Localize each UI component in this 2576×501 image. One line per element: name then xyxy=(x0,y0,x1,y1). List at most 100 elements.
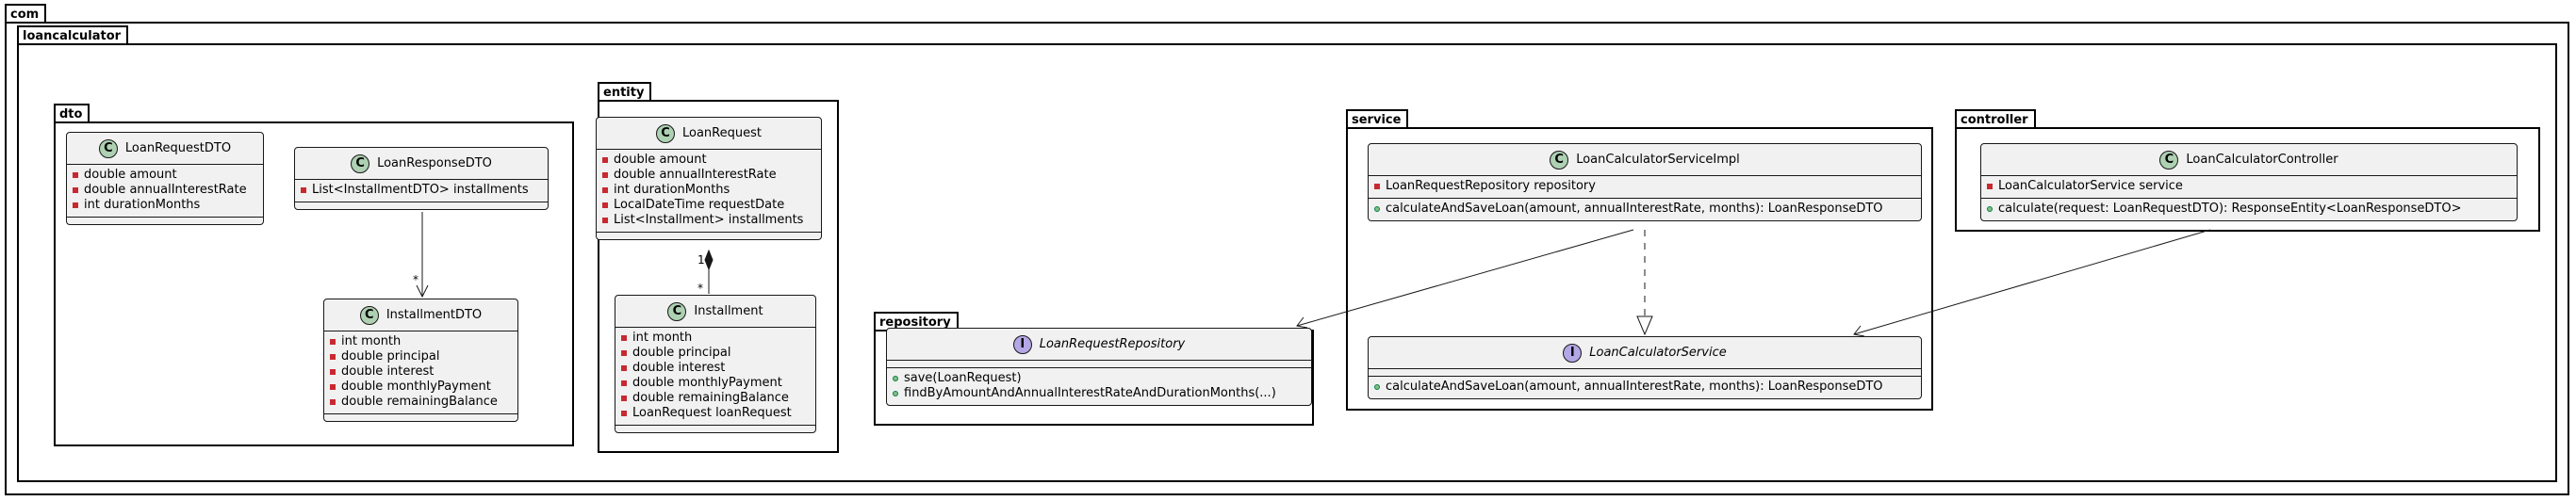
fields-section: List<InstallmentDTO> installments xyxy=(295,180,548,202)
field-text: double monthlyPayment xyxy=(341,380,491,394)
private-icon xyxy=(602,187,608,193)
field-row: double remainingBalance xyxy=(330,395,512,410)
class-loan-request-dto: C LoanRequestDTO double amount double an… xyxy=(66,132,264,225)
class-header: C LoanRequest xyxy=(597,118,821,150)
field-row: List<Installment> installments xyxy=(602,213,815,228)
field-row: double annualInterestRate xyxy=(73,183,257,198)
field-row: int durationMonths xyxy=(602,183,815,198)
fields-section: double amount double annualInterestRate … xyxy=(67,165,263,218)
methods-section xyxy=(295,202,548,209)
class-badge-icon: C xyxy=(1550,150,1569,170)
field-text: double remainingBalance xyxy=(341,395,498,409)
field-row: List<InstallmentDTO> installments xyxy=(301,183,542,198)
class-name: LoanCalculatorService xyxy=(1589,346,1727,360)
private-icon xyxy=(330,339,336,345)
private-icon xyxy=(621,350,627,356)
field-text: double principal xyxy=(632,346,731,360)
class-header: C LoanCalculatorController xyxy=(1981,144,2517,176)
public-icon xyxy=(1987,206,1993,212)
public-icon xyxy=(1374,384,1380,390)
private-icon xyxy=(621,335,627,341)
method-text: calculateAndSaveLoan(amount, annualInter… xyxy=(1386,202,1883,216)
field-text: double annualInterestRate xyxy=(84,183,247,197)
method-row: findByAmountAndAnnualInterestRateAndDura… xyxy=(893,386,1305,401)
methods-section xyxy=(615,426,815,432)
field-row: LoanCalculatorService service xyxy=(1987,179,2511,194)
field-text: int month xyxy=(341,334,402,348)
field-text: double annualInterestRate xyxy=(614,168,777,182)
field-row: double annualInterestRate xyxy=(602,168,815,183)
class-loan-calculator-controller: C LoanCalculatorController LoanCalculato… xyxy=(1980,143,2518,221)
field-text: double remainingBalance xyxy=(632,391,789,405)
package-tab-loancalculator: loancalculator xyxy=(17,25,129,44)
class-header: C LoanRequestDTO xyxy=(67,133,263,165)
class-badge-icon: C xyxy=(359,305,379,325)
field-text: LoanRequest loanRequest xyxy=(632,406,792,420)
private-icon xyxy=(1987,184,1993,189)
package-com xyxy=(5,22,2569,495)
package-entity xyxy=(598,100,839,453)
field-text: double principal xyxy=(341,349,440,364)
field-text: int month xyxy=(632,331,693,345)
private-icon xyxy=(301,187,306,193)
class-name: Installment xyxy=(694,304,763,318)
field-text: double interest xyxy=(341,364,435,379)
field-row: int durationMonths xyxy=(73,198,257,213)
class-name: LoanCalculatorServiceImpl xyxy=(1576,153,1740,167)
fields-section: LoanRequestRepository repository xyxy=(1369,176,1921,199)
class-loan-calculator-service-impl: C LoanCalculatorServiceImpl LoanRequestR… xyxy=(1368,143,1922,221)
field-row: LocalDateTime requestDate xyxy=(602,198,815,213)
private-icon xyxy=(621,396,627,401)
package-dto xyxy=(54,121,574,446)
private-icon xyxy=(602,218,608,223)
methods-section: calculate(request: LoanRequestDTO): Resp… xyxy=(1981,199,2517,220)
private-icon xyxy=(73,187,78,193)
class-loan-request: C LoanRequest double amount double annua… xyxy=(596,117,822,240)
multiplicity-label: * xyxy=(413,273,418,286)
class-name: LoanRequestRepository xyxy=(1039,337,1186,351)
field-row: LoanRequest loanRequest xyxy=(621,406,810,421)
private-icon xyxy=(330,369,336,375)
class-badge-icon: C xyxy=(98,138,118,158)
field-row: double monthlyPayment xyxy=(621,376,810,391)
field-row: double monthlyPayment xyxy=(330,380,512,395)
package-tab-entity: entity xyxy=(598,82,652,101)
field-text: LoanCalculatorService service xyxy=(1998,179,2183,193)
field-row: double amount xyxy=(602,153,815,168)
package-tab-controller: controller xyxy=(1955,109,2036,128)
interface-loan-request-repository: I LoanRequestRepository save(LoanRequest… xyxy=(886,328,1312,406)
class-installment-dto: C InstallmentDTO int month double princi… xyxy=(323,299,518,422)
private-icon xyxy=(621,411,627,416)
methods-section xyxy=(67,218,263,224)
class-header: C LoanResponseDTO xyxy=(295,148,548,180)
methods-section: calculateAndSaveLoan(amount, annualInter… xyxy=(1369,377,1921,398)
public-icon xyxy=(893,391,898,396)
field-row: double amount xyxy=(73,168,257,183)
method-row: calculate(request: LoanRequestDTO): Resp… xyxy=(1987,202,2511,217)
method-text: calculate(request: LoanRequestDTO): Resp… xyxy=(1998,202,2462,216)
interface-loan-calculator-service: I LoanCalculatorService calculateAndSave… xyxy=(1368,336,1922,399)
private-icon xyxy=(621,380,627,386)
class-header: C Installment xyxy=(615,296,815,328)
private-icon xyxy=(73,172,78,178)
private-icon xyxy=(330,354,336,360)
class-installment: C Installment int month double principal… xyxy=(615,295,816,433)
class-loan-response-dto: C LoanResponseDTO List<InstallmentDTO> i… xyxy=(294,147,549,210)
field-row: double principal xyxy=(621,346,810,361)
fields-section xyxy=(1369,369,1921,377)
fields-section xyxy=(887,361,1311,368)
private-icon xyxy=(602,172,608,178)
field-text: LoanRequestRepository repository xyxy=(1386,179,1596,193)
private-icon xyxy=(1374,184,1380,189)
class-badge-icon: C xyxy=(351,154,370,173)
field-text: int durationMonths xyxy=(84,198,201,212)
field-row: int month xyxy=(621,331,810,346)
fields-section: LoanCalculatorService service xyxy=(1981,176,2517,199)
field-row: double interest xyxy=(621,361,810,376)
package-tab-service: service xyxy=(1346,109,1409,128)
field-row: double principal xyxy=(330,349,512,364)
class-name: LoanResponseDTO xyxy=(377,156,492,170)
interface-badge-icon: I xyxy=(1012,334,1032,354)
class-header: C InstallmentDTO xyxy=(324,299,517,331)
package-tab-com: com xyxy=(5,4,47,23)
